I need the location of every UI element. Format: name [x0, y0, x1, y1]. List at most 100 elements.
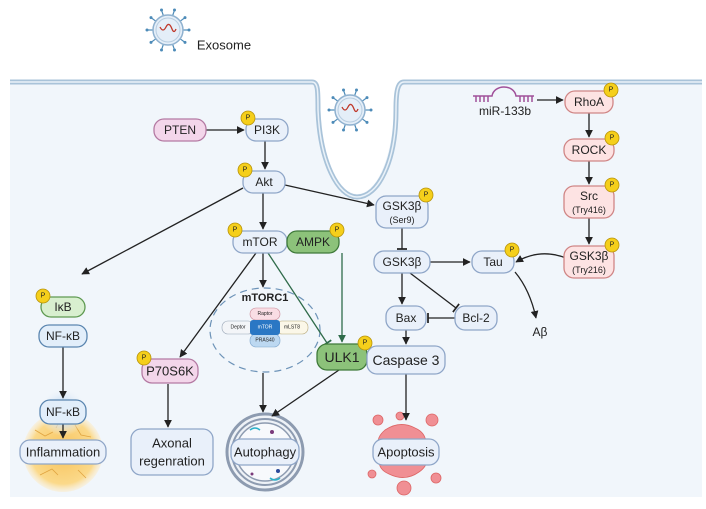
node-sublabel: (Try416) [572, 205, 606, 215]
node-box [372, 438, 440, 466]
phosphorylation-badge: P [227, 222, 243, 238]
node-label: RhoA [574, 95, 604, 109]
svg-text:P: P [246, 115, 251, 122]
internalized-exosome-icon [327, 88, 373, 132]
node-label: PTEN [164, 123, 196, 137]
svg-text:P: P [424, 192, 429, 199]
node-pten: PTEN [153, 118, 207, 142]
node-label: Bax [396, 311, 417, 325]
node-gsk-ser9: GSK3β (Ser9) P [375, 187, 434, 229]
node-label: AMPK [296, 235, 330, 249]
node-label: Apoptosis [377, 445, 435, 460]
node-sublabel: (Ser9) [389, 215, 414, 225]
node-label: Bcl-2 [462, 311, 490, 325]
node-label: Caspase 3 [373, 352, 440, 368]
phosphorylation-badge: P [504, 242, 520, 258]
phosphorylation-badge: P [603, 82, 619, 98]
node-box [40, 296, 86, 318]
abeta-label: Aβ [533, 325, 548, 339]
phosphorylation-badge: P [604, 130, 620, 146]
node-box [230, 438, 300, 466]
node-apoptosis: Apoptosis [372, 438, 440, 466]
node-rhoa: RhoA P [564, 82, 619, 114]
svg-text:P: P [610, 182, 615, 189]
mirna-icon [473, 86, 534, 102]
node-p70s6k: P70S6K P [136, 350, 199, 384]
phosphorylation-badge: P [357, 335, 373, 351]
svg-text:P: P [233, 227, 238, 234]
mtorc1-title: mTORC1 [242, 292, 289, 304]
node-label: GSK3β [570, 249, 609, 263]
svg-text:P: P [610, 242, 615, 249]
node-box [563, 245, 615, 279]
svg-text:P: P [41, 293, 46, 300]
node-ikb: IκB P [35, 288, 86, 318]
node-box [286, 230, 340, 254]
node-box [375, 195, 429, 229]
mlst8-label: mLST8 [284, 325, 300, 331]
node-label: Autophagy [234, 445, 297, 460]
edge-akt-to-ikb [81, 187, 244, 275]
edge-mtor-inhibits-ulk1 [267, 252, 332, 347]
node-src: Src(Try416)P [563, 177, 620, 219]
node-label: PI3K [254, 123, 280, 137]
edge-gsk-inhibits-bcl2 [409, 272, 460, 313]
phosphorylation-badge: P [604, 177, 620, 193]
node-sublabel: (Try216) [572, 265, 606, 275]
node-box [563, 185, 615, 219]
node-box [141, 358, 199, 384]
node-label: GSK3β [383, 199, 422, 213]
node-gsk-try216: GSK3β (Try216) P [563, 237, 620, 279]
node-inflammation: Inflammation [19, 439, 107, 465]
raptor-label: Raptor [257, 311, 272, 317]
svg-text:P: P [335, 227, 340, 234]
svg-text:P: P [610, 135, 615, 142]
node-label: mTOR [242, 235, 277, 249]
node-autophagy: Autophagy [230, 438, 300, 466]
node-akt: Akt P [237, 162, 286, 194]
exosome-label: Exosome [197, 38, 251, 53]
svg-text:P: P [609, 87, 614, 94]
node-box [385, 305, 427, 331]
cell-cytoplasm [10, 84, 702, 497]
node-label: Inflammation [26, 445, 100, 460]
node-label: GSK3β [383, 255, 422, 269]
edge-akt-to-gsk-ser9 [284, 184, 375, 208]
node-label: Tau [483, 255, 502, 269]
edge-mtor-to-p70s6k [179, 252, 257, 358]
node-box [38, 324, 88, 348]
mtorc1-complex: mTORC1 Raptor Deptor mLST8 PRAS40 mTOR [209, 287, 321, 373]
node-label: Axonal [152, 436, 192, 451]
node-label: NF-κB [46, 329, 80, 343]
node-label: Akt [255, 175, 273, 189]
phosphorylation-badge: P [237, 162, 253, 178]
phosphorylation-badge: P [35, 288, 51, 304]
node-mtor: mTOR P [227, 222, 288, 254]
node-box [153, 118, 207, 142]
node-nfkb2: NF-κB [39, 399, 87, 425]
exosome-icon [145, 8, 191, 52]
phosphorylation-badge: P [136, 350, 152, 366]
node-bax: Bax [385, 305, 427, 331]
node-box [130, 428, 214, 476]
phosphorylation-badge: P [240, 110, 256, 126]
node-label: ULK1 [324, 349, 359, 365]
node-label: P70S6K [146, 364, 194, 379]
node-gsk: GSK3β [373, 250, 431, 274]
deptor-label: Deptor [230, 325, 245, 331]
node-label: IκB [54, 300, 71, 314]
svg-text:P: P [142, 355, 147, 362]
node-box [39, 399, 87, 425]
node-box [563, 138, 615, 162]
node-box [564, 90, 614, 114]
node-box [242, 170, 286, 194]
svg-text:P: P [243, 167, 248, 174]
mtorc1-mtor-label: mTOR [258, 325, 273, 331]
phosphorylation-badge: P [418, 187, 434, 203]
